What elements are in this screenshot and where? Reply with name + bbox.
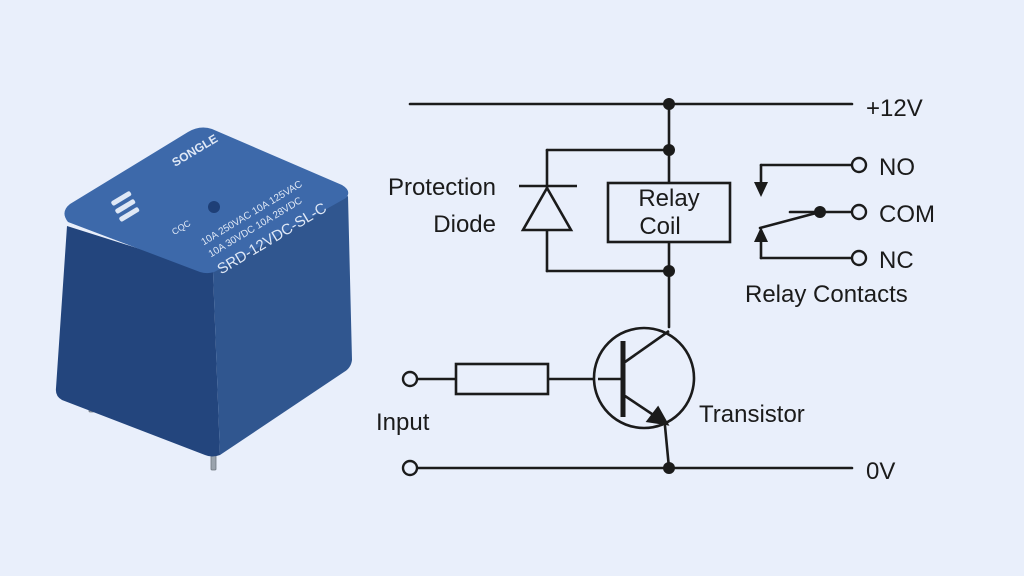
- input-resistor: [454, 362, 550, 396]
- supply-label: +12V: [866, 95, 923, 122]
- com-label: COM: [879, 201, 935, 228]
- ground-label: 0V: [866, 458, 895, 485]
- nc-arrow-icon: [754, 227, 768, 242]
- relay-contacts-label: Relay Contacts: [745, 281, 908, 308]
- relay-front-face: [55, 226, 220, 457]
- relay-coil-box: [606, 181, 732, 244]
- protection-diode-symbol: [519, 184, 577, 232]
- com-terminal: [850, 203, 868, 221]
- relay-photo: SONGLE CQC 10A 250VAC 10A 125VAC 10A 30V…: [55, 127, 352, 471]
- protection-diode-label-2: Diode: [433, 211, 496, 238]
- com-pivot: [814, 206, 826, 218]
- transistor-symbol: [592, 326, 696, 430]
- terminals: [401, 156, 868, 477]
- relay-side-face: [213, 196, 352, 455]
- no-terminal: [850, 156, 868, 174]
- contact-arrows: [754, 182, 768, 242]
- transistor-label: Transistor: [699, 401, 805, 428]
- input-terminal: [401, 370, 419, 388]
- relay-top-face: [64, 127, 349, 274]
- circuit-wiring: [408, 102, 854, 470]
- relay-mount-dot: [208, 201, 220, 213]
- relay-logo-icon: [111, 191, 140, 222]
- input-label: Input: [376, 409, 430, 436]
- protection-diode-label-1: Protection: [388, 174, 496, 201]
- nc-label: NC: [879, 247, 914, 274]
- no-label: NO: [879, 154, 915, 181]
- relay-coil-label-1: Relay: [638, 185, 699, 212]
- ground-input-terminal: [401, 459, 419, 477]
- relay-coil-label-2: Coil: [639, 213, 680, 240]
- no-arrow-icon: [754, 182, 768, 197]
- nc-terminal: [850, 249, 868, 267]
- contact-lever: [758, 210, 822, 230]
- junction-dots: [663, 98, 826, 474]
